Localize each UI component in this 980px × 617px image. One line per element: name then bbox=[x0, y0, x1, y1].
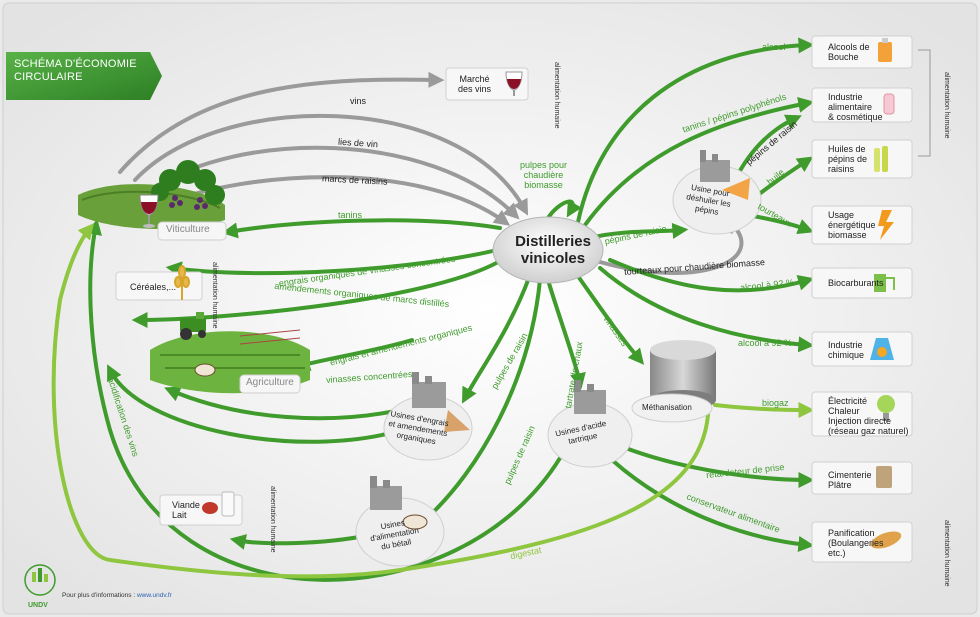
output-line: chimique bbox=[828, 350, 865, 360]
flow-biogaz: biogaz bbox=[762, 398, 789, 408]
viande-lait-box bbox=[159, 491, 243, 526]
output-cimenterie: Cimenterie Plâtre bbox=[828, 470, 872, 490]
methanisation-illustration bbox=[631, 340, 716, 423]
viande-lait-line: Lait bbox=[172, 510, 187, 520]
product-icons bbox=[870, 38, 902, 549]
title-banner bbox=[6, 52, 162, 100]
output-line: Huiles de bbox=[828, 144, 866, 154]
note-alimentation-humaine-bracket: alimentation humaine bbox=[943, 72, 950, 139]
note-alimentation-humaine-viande: alimentation humaine bbox=[269, 486, 276, 553]
output-panification: Panification (Boulangeries etc.) bbox=[828, 528, 884, 558]
cereales-label: Céréales,... bbox=[130, 282, 177, 292]
output-line: Bouche bbox=[828, 52, 859, 62]
footer-prefix: Pour plus d'informations : bbox=[62, 592, 136, 599]
center-line-1: Distilleries bbox=[515, 233, 591, 250]
flow-alcool: alcool bbox=[762, 42, 786, 52]
viticulture-label: Viticulture bbox=[166, 224, 210, 235]
flow-pulpes-line: biomasse bbox=[524, 180, 563, 190]
output-line: alimentaire bbox=[828, 102, 873, 112]
output-industrie-alimentaire: Industrie alimentaire & cosmétique bbox=[828, 92, 883, 122]
title-line-2: CIRCULAIRE bbox=[14, 71, 83, 83]
output-line: raisins bbox=[828, 164, 855, 174]
note-alimentation-humaine-marche: alimentation humaine bbox=[553, 62, 560, 129]
flow-pulpes-line: pulpes pour bbox=[520, 160, 568, 170]
methanisation-label: Méthanisation bbox=[642, 403, 692, 412]
output-line: Panification bbox=[828, 528, 875, 538]
usines-acide-illustration bbox=[547, 380, 633, 468]
output-alcools-bouche: Alcools de Bouche bbox=[828, 42, 870, 62]
marche-vins-box bbox=[445, 67, 529, 101]
output-line: Électricité bbox=[828, 396, 868, 406]
usine-deshuiler-illustration bbox=[672, 150, 762, 235]
output-line: (Boulangeries bbox=[828, 538, 884, 548]
output-line: (réseau gaz naturel) bbox=[828, 426, 909, 436]
output-line: Usage bbox=[828, 210, 855, 220]
flow-vins: vins bbox=[350, 96, 367, 106]
usines-engrais-illustration bbox=[383, 372, 473, 461]
output-line: biomasse bbox=[828, 230, 867, 240]
output-line: Alcools de bbox=[828, 42, 870, 52]
agriculture-illustration bbox=[150, 312, 310, 394]
output-line: & cosmétique bbox=[828, 112, 883, 122]
flow-pulpes-chaudiere: pulpes pour chaudière biomasse bbox=[520, 160, 567, 190]
flow-alcool-92-b: alcool à 92 % bbox=[738, 338, 793, 348]
output-huiles-pepins: Huiles de pépins de raisins bbox=[828, 144, 867, 174]
output-line: Industrie bbox=[828, 340, 863, 350]
flow-tanins: tanins bbox=[338, 210, 363, 220]
usines-betail-illustration bbox=[355, 476, 445, 567]
output-biocarburants: Biocarburants bbox=[828, 278, 884, 288]
note-alimentation-humaine-panification: alimentation humaine bbox=[943, 520, 950, 587]
note-alimentation-humaine-cereales: alimentation humaine bbox=[211, 262, 218, 329]
flow-pulpes-line: chaudière bbox=[523, 170, 564, 180]
viticulture-illustration bbox=[78, 160, 227, 241]
output-line: énergétique bbox=[828, 220, 876, 230]
output-line: Injection directe bbox=[828, 416, 892, 426]
center-line-2: vinicoles bbox=[520, 250, 586, 267]
undv-logo: UNDV bbox=[28, 602, 48, 609]
marche-vins-label: Marché des vins bbox=[458, 74, 491, 94]
diagram-title: SCHÉMA D'ÉCONOMIE CIRCULAIRE bbox=[14, 58, 137, 84]
output-industrie-chimique: Industrie chimique bbox=[828, 340, 864, 360]
cereales-box bbox=[115, 265, 203, 301]
output-line: Chaleur bbox=[828, 406, 860, 416]
footer-link[interactable]: www.undv.fr bbox=[136, 592, 172, 599]
marche-vins-line: des vins bbox=[458, 84, 492, 94]
output-electricite: Électricité Chaleur Injection directe (r… bbox=[828, 396, 909, 436]
output-line: etc.) bbox=[828, 548, 846, 558]
center-node-label: Distilleries vinicoles bbox=[498, 233, 608, 267]
output-usage-energetique: Usage énergétique biomasse bbox=[828, 210, 876, 240]
viande-lait-label: Viande Lait bbox=[172, 500, 200, 520]
output-line: Industrie bbox=[828, 92, 863, 102]
marche-vins-line: Marché bbox=[459, 74, 490, 84]
title-line-1: SCHÉMA D'ÉCONOMIE bbox=[14, 58, 137, 70]
viande-lait-line: Viande bbox=[172, 500, 200, 510]
output-line: pépins de bbox=[828, 154, 868, 164]
output-line: Cimenterie bbox=[828, 470, 872, 480]
footer-info: Pour plus d'informations : www.undv.fr bbox=[62, 592, 172, 599]
output-line: Plâtre bbox=[828, 480, 852, 490]
agriculture-label: Agriculture bbox=[246, 377, 294, 388]
